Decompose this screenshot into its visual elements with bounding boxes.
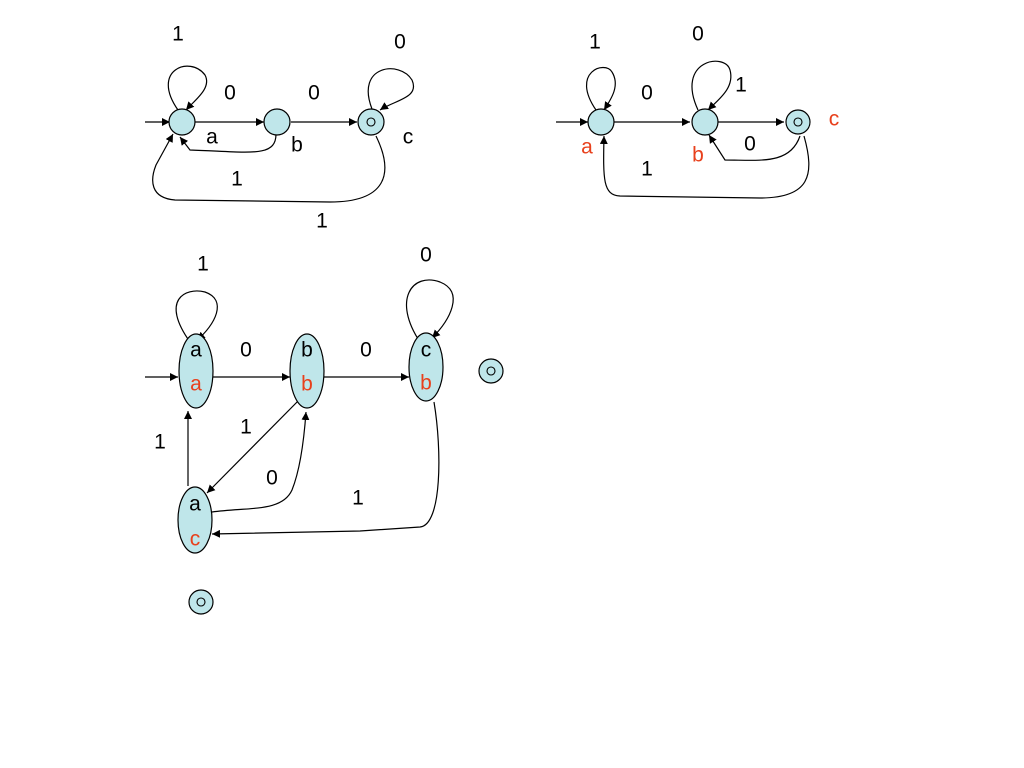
edge-c-to-a — [599, 135, 810, 199]
state-a-label: a — [581, 136, 593, 159]
edge-c-to-b — [708, 134, 801, 161]
edge-label-cb-loop: 0 — [420, 244, 432, 267]
state-aa-top-label: a — [190, 339, 202, 362]
state-bb-node — [289, 333, 325, 409]
state-c-node — [785, 109, 811, 135]
state-bb-bottom-label: b — [301, 373, 313, 396]
state-bb-top-label: b — [301, 339, 313, 362]
accept-mark — [196, 597, 206, 607]
state-b-label: b — [692, 144, 704, 167]
diagram-1: a b c 1 0 0 0 1 1 — [145, 23, 415, 233]
edge-label-cb-to-ac: 1 — [352, 487, 364, 510]
state-a-label: a — [206, 126, 218, 149]
state-c-label: c — [403, 126, 414, 149]
state-b-node — [263, 108, 291, 136]
edge-label-c-loop: 0 — [394, 31, 406, 54]
edge-label-a-to-b: 0 — [224, 82, 236, 105]
state-aa-bottom-label: a — [190, 373, 202, 396]
edge-label-a-loop: 1 — [589, 31, 601, 54]
state-ac-top-label: a — [189, 493, 201, 516]
edge-label-c-to-b: 0 — [744, 133, 756, 156]
accept-mark — [366, 117, 376, 127]
edge-label-ac-to-aa: 1 — [154, 431, 166, 454]
edge-c-loop — [367, 68, 415, 111]
edge-label-c-to-a: 1 — [641, 158, 653, 181]
edge-a-loop — [586, 67, 616, 111]
state-b-label: b — [291, 134, 303, 157]
edge-label-b-loop-extra: 1 — [735, 74, 747, 97]
state-a-node — [168, 108, 196, 136]
edge-a-loop — [167, 65, 208, 111]
edge-ac-to-bb — [211, 411, 310, 513]
state-ac-node — [177, 486, 213, 554]
edge-label-c-to-a: 1 — [316, 210, 328, 233]
state-c-node — [357, 108, 385, 136]
edge-label-bb-to-cb: 0 — [360, 339, 372, 362]
edge-label-aa-to-bb: 0 — [240, 339, 252, 362]
edge-bb-to-ac — [206, 396, 303, 494]
accept-marker-ac — [188, 589, 214, 615]
edge-b-to-a — [179, 133, 277, 153]
edge-label-a-loop: 1 — [172, 23, 184, 46]
edge-label-ac-to-bb: 0 — [266, 467, 278, 490]
state-cb-top-label: c — [421, 339, 432, 362]
edge-label-b-to-a: 1 — [231, 168, 243, 191]
diagram-3: a a b b c b a c 1 0 0 0 1 1 0 1 — [145, 244, 504, 615]
accept-mark — [793, 117, 803, 127]
edge-cb-to-ac — [211, 401, 440, 538]
edge-label-b-loop: 0 — [692, 23, 704, 46]
state-cb-bottom-label: b — [420, 372, 432, 395]
state-b-node — [691, 108, 719, 136]
state-a-node — [587, 108, 615, 136]
edge-b-loop — [691, 60, 732, 111]
edge-cb-loop — [405, 279, 454, 343]
accept-marker-cb — [478, 358, 504, 384]
accept-mark — [486, 366, 496, 376]
state-aa-node — [178, 333, 214, 409]
edge-label-a-to-b: 0 — [641, 82, 653, 105]
edge-c-to-a — [152, 133, 386, 203]
edge-aa-loop — [175, 290, 218, 343]
edge-label-aa-loop: 1 — [197, 253, 209, 276]
edge-label-b-to-c: 0 — [308, 82, 320, 105]
edge-label-bb-to-ac: 1 — [240, 416, 252, 439]
state-cb-node — [408, 332, 444, 402]
diagram-2: a b c 1 0 1 0 0 1 — [556, 23, 840, 199]
state-ac-bottom-label: c — [190, 528, 201, 551]
state-c-label: c — [829, 108, 840, 131]
